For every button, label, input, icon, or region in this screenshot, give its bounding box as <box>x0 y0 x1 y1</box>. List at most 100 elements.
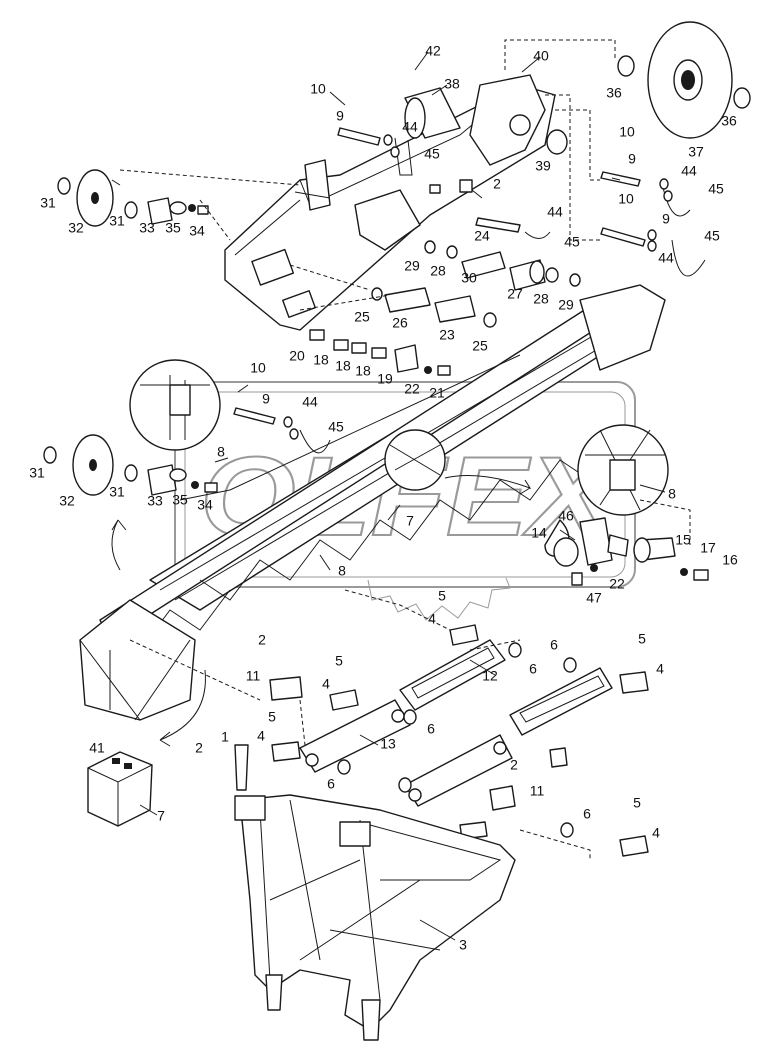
callout-4: 4 <box>322 676 330 692</box>
arrows <box>111 475 532 747</box>
upper-boom-section <box>224 74 556 331</box>
callout-34: 34 <box>189 223 205 239</box>
callout-32: 32 <box>59 493 75 509</box>
callout-22: 22 <box>609 576 625 592</box>
callout-29: 29 <box>558 297 574 313</box>
callout-24: 24 <box>474 228 490 244</box>
callout-45: 45 <box>564 234 580 250</box>
callout-45: 45 <box>424 146 440 162</box>
callout-3: 3 <box>459 937 467 953</box>
callout-30: 30 <box>461 270 477 286</box>
box-7 <box>87 751 153 827</box>
callout-31: 31 <box>40 195 56 211</box>
callout-9: 9 <box>262 391 270 407</box>
callout-8: 8 <box>338 563 346 579</box>
callout-41: 41 <box>89 740 105 756</box>
callout-44: 44 <box>302 394 318 410</box>
callout-45: 45 <box>708 181 724 197</box>
callout-28: 28 <box>430 263 446 279</box>
callout-25: 25 <box>354 309 370 325</box>
callout-44: 44 <box>658 250 674 266</box>
roller-group-left-lower <box>43 434 218 496</box>
watermark: OLFEX <box>174 381 636 621</box>
callout-20: 20 <box>289 348 305 364</box>
callout-21: 21 <box>429 385 445 401</box>
callout-8: 8 <box>668 486 676 502</box>
callout-6: 6 <box>427 721 435 737</box>
callout-29: 29 <box>404 258 420 274</box>
callout-2: 2 <box>258 632 266 648</box>
roller-group-left-upper <box>57 169 209 227</box>
callout-27: 27 <box>507 286 523 302</box>
callout-35: 35 <box>172 492 188 508</box>
callout-18: 18 <box>313 352 329 368</box>
callout-11: 11 <box>246 668 261 684</box>
callout-31: 31 <box>109 213 125 229</box>
callout-37: 37 <box>688 144 704 160</box>
callout-17: 17 <box>700 540 716 556</box>
callout-44: 44 <box>547 204 563 220</box>
callout-35: 35 <box>165 220 181 236</box>
ring-39 <box>546 129 568 155</box>
callout-11: 11 <box>530 783 545 799</box>
callout-5: 5 <box>633 795 641 811</box>
right-bracket-group <box>553 517 709 586</box>
detail-circle-center <box>384 429 446 491</box>
callout-9: 9 <box>336 108 344 124</box>
frame-3 <box>234 794 516 1041</box>
pin-1 <box>234 744 249 791</box>
callout-13: 13 <box>380 736 396 752</box>
callout-42: 42 <box>425 43 441 59</box>
callout-2: 2 <box>195 740 203 756</box>
pins-9 <box>233 127 646 425</box>
callout-44: 44 <box>402 119 418 135</box>
callout-31: 31 <box>109 484 125 500</box>
callout-2: 2 <box>493 176 501 192</box>
callout-32: 32 <box>68 220 84 236</box>
callout-38: 38 <box>444 76 460 92</box>
callout-18: 18 <box>335 358 351 374</box>
callout-5: 5 <box>438 588 446 604</box>
pin-38 <box>404 87 461 139</box>
callout-6: 6 <box>327 776 335 792</box>
callout-33: 33 <box>147 493 163 509</box>
link-13 <box>299 699 411 773</box>
callout-45: 45 <box>704 228 720 244</box>
callout-14: 14 <box>531 525 547 541</box>
callout-10: 10 <box>618 191 634 207</box>
callout-12: 12 <box>482 668 498 684</box>
callout-2: 2 <box>510 757 518 773</box>
callout-40: 40 <box>533 48 549 64</box>
plates-group <box>309 329 451 376</box>
callout-7: 7 <box>157 808 165 824</box>
callout-46: 46 <box>558 508 574 524</box>
callout-4: 4 <box>257 728 265 744</box>
callout-labels: 42 40 10 38 9 44 45 36 37 36 39 10 9 44 … <box>29 43 738 953</box>
callout-36: 36 <box>606 85 622 101</box>
callout-19: 19 <box>377 371 393 387</box>
callout-16: 16 <box>722 552 738 568</box>
small-pins <box>269 624 649 857</box>
link-right-lower <box>404 734 513 807</box>
detail-circle-left <box>129 359 221 451</box>
roller-37 <box>617 21 751 139</box>
dashed-leaders <box>119 39 691 860</box>
callout-6: 6 <box>550 637 558 653</box>
callout-26: 26 <box>392 315 408 331</box>
callout-47: 47 <box>586 590 602 606</box>
callout-44: 44 <box>681 163 697 179</box>
callout-9: 9 <box>628 151 636 167</box>
callout-18: 18 <box>355 363 371 379</box>
callout-6: 6 <box>529 661 537 677</box>
callout-33: 33 <box>139 220 155 236</box>
callout-6: 6 <box>583 806 591 822</box>
callout-23: 23 <box>439 327 455 343</box>
callout-34: 34 <box>197 497 213 513</box>
callout-4: 4 <box>428 611 436 627</box>
callout-4: 4 <box>656 661 664 677</box>
callout-1: 1 <box>221 729 229 745</box>
callout-31: 31 <box>29 465 45 481</box>
washers-44 <box>283 134 673 440</box>
callout-15: 15 <box>675 532 691 548</box>
